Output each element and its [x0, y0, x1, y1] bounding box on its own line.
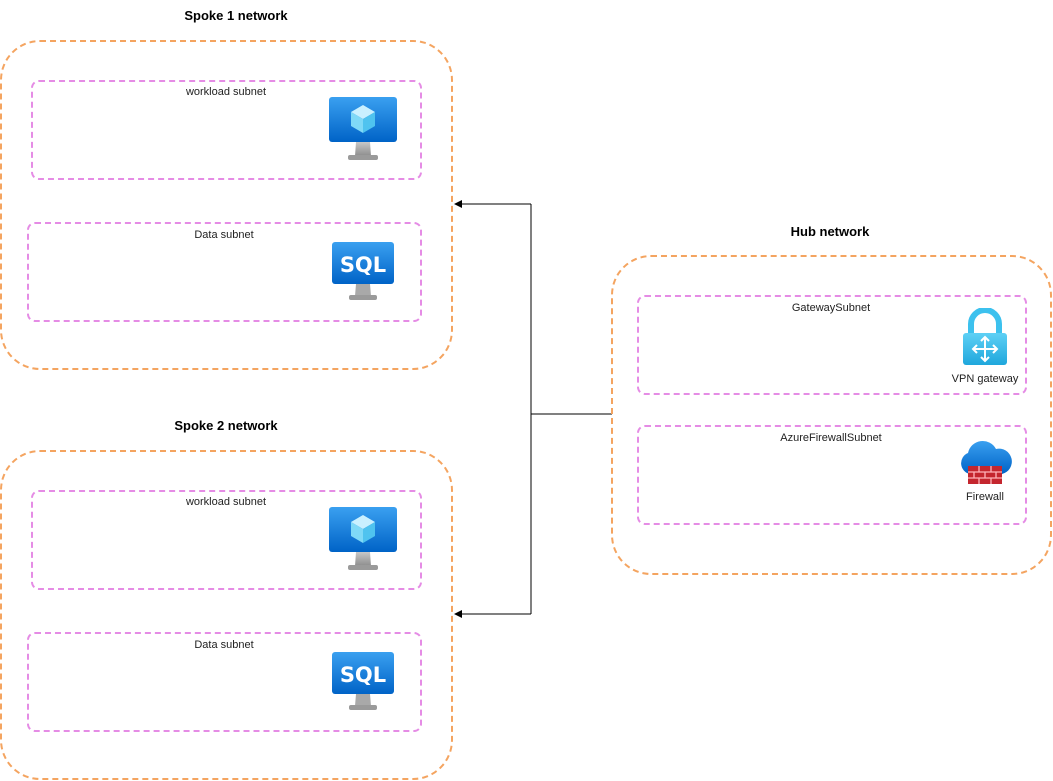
spoke2-network[interactable] [0, 450, 453, 780]
spoke1-network[interactable] [0, 40, 453, 370]
azure-firewall-subnet[interactable] [637, 425, 1027, 525]
sql-database-icon[interactable]: SQL [331, 651, 395, 711]
spoke2-data-subnet[interactable] [27, 632, 422, 732]
hub-title: Hub network [790, 224, 870, 239]
gateway-subnet[interactable] [637, 295, 1027, 395]
gateway-subnet-label: GatewaySubnet [791, 302, 871, 314]
vpn-gateway-icon[interactable] [962, 308, 1008, 366]
spoke1-workload-subnet[interactable] [31, 80, 422, 180]
firewall-label: Firewall [966, 491, 1004, 503]
vpn-gateway-label: VPN gateway [951, 373, 1019, 385]
spoke2-data-subnet-label: Data subnet [194, 639, 254, 651]
virtual-machine-icon[interactable] [328, 506, 398, 572]
azure-firewall-subnet-label: AzureFirewallSubnet [780, 432, 882, 444]
hub-network[interactable] [611, 255, 1052, 575]
spoke1-workload-subnet-label: workload subnet [185, 86, 267, 98]
sql-database-icon[interactable]: SQL [331, 241, 395, 301]
sql-icon-text: SQL [340, 253, 386, 277]
spoke1-title: Spoke 1 network [184, 8, 288, 23]
firewall-icon[interactable] [958, 440, 1012, 486]
spoke2-workload-subnet[interactable] [31, 490, 422, 590]
sql-icon-text: SQL [340, 663, 386, 687]
spoke2-workload-subnet-label: workload subnet [185, 496, 267, 508]
virtual-machine-icon[interactable] [328, 96, 398, 162]
spoke1-data-subnet[interactable] [27, 222, 422, 322]
spoke2-title: Spoke 2 network [174, 418, 278, 433]
spoke1-data-subnet-label: Data subnet [194, 229, 254, 241]
